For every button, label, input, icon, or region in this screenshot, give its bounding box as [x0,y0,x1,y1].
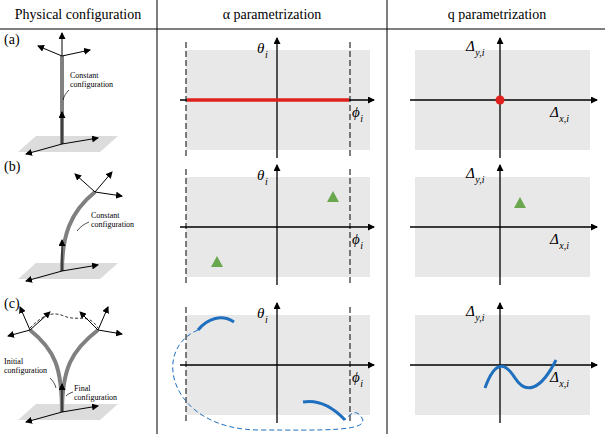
axis-subscript: y,i [475,312,484,323]
axis-label: Δ [466,165,475,182]
robot-rod [62,192,95,271]
axis-subscript: i [265,314,268,325]
alpha-plot [180,165,374,285]
axis-label: Δ [466,38,475,55]
robot-rod [60,56,64,144]
frame-axes [8,307,122,422]
base-plane [18,263,118,279]
wrap-path [173,330,363,430]
axis-label: θ [257,305,264,322]
configuration-label: Constant configuration [70,72,128,90]
axis-label: ϕ [352,369,360,386]
axis-subscript: i [265,176,268,187]
q-plot [410,165,597,285]
axis-subscript: x,i [559,113,569,124]
leader-line [50,378,56,388]
base-plane [18,136,118,152]
axis-subscript: y,i [475,174,484,185]
configuration-label: Constant configuration [91,212,149,230]
alpha-plot [180,38,374,158]
column-header: q parametrization [448,7,546,22]
axis-subscript: y,i [475,47,484,58]
table-rule [387,0,388,434]
leader-line [63,90,69,100]
triangle-marker [327,191,339,202]
leader-line [66,392,73,396]
constant-line [187,98,349,102]
row-tag: (a) [4,32,20,47]
trajectory [485,360,556,388]
table-rule [157,0,158,434]
axis-subscript: i [360,378,363,389]
configuration-label: Initial configuration [4,358,54,376]
axis-label: Δ [550,231,559,248]
axis-label: Δ [466,303,475,320]
axis-label: θ [257,167,264,184]
alpha-plot [180,303,374,423]
column-header: α parametrization [223,7,322,22]
frame-axes [26,33,98,154]
axis-subscript: i [360,113,363,124]
leader-line [77,222,89,231]
base-plane [18,404,118,420]
axis-subscript: i [360,240,363,251]
constant-point [496,96,505,105]
axis-subscript: i [265,49,268,60]
trajectory [198,318,234,330]
axis-label: θ [257,40,264,57]
row-tag: (b) [4,159,20,174]
axis-label: Δ [550,369,559,386]
triangle-marker [514,197,526,208]
axis-label: ϕ [352,104,360,121]
triangle-marker [211,256,223,267]
axis-subscript: x,i [559,378,569,389]
axis-subscript: x,i [559,240,569,251]
axis-label: Δ [550,104,559,121]
trajectory [303,402,345,420]
q-plot [410,38,597,158]
row-tag: (c) [4,296,20,311]
q-plot [410,303,597,423]
configuration-label: Final configuration [74,385,124,403]
table-rule [0,29,605,30]
column-header: Physical configuration [15,7,141,22]
axis-label: ϕ [352,231,360,248]
